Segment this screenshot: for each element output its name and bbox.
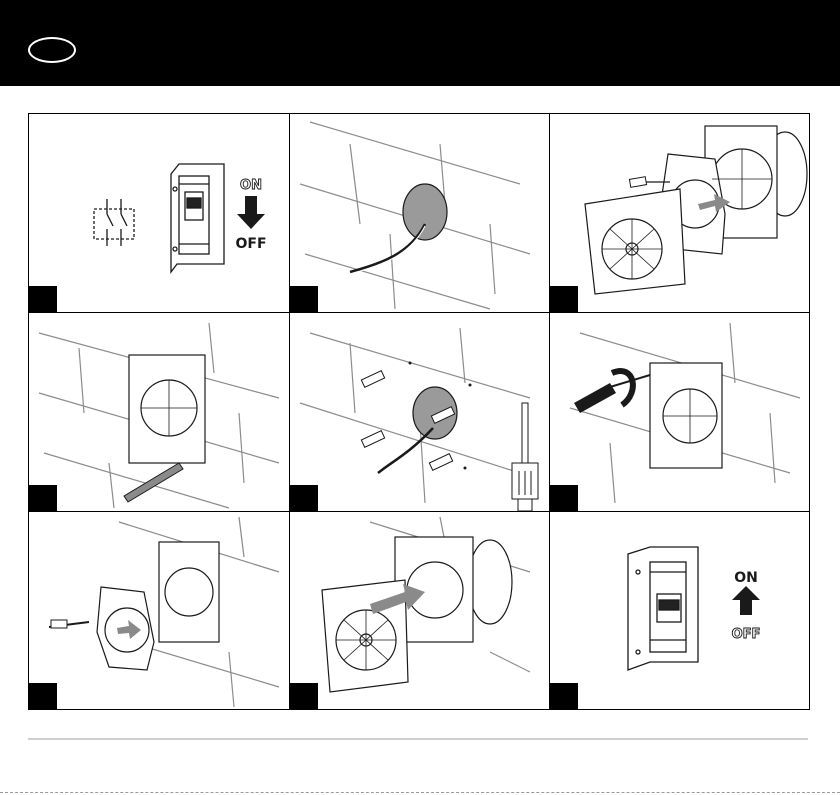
step-panel-2 [290, 114, 549, 312]
step-number [29, 683, 57, 709]
arrow-up-icon [732, 586, 760, 615]
front-cover-illustration [290, 512, 549, 709]
fan-exploded-illustration [550, 114, 809, 312]
arrow-down-icon [237, 196, 265, 229]
step-panel-6 [550, 313, 809, 511]
wall-hole-illustration [290, 114, 549, 312]
rotate-arrow-icon [612, 371, 633, 405]
step-number [29, 485, 57, 511]
on-label: ON [240, 178, 262, 193]
step-panel-1: ON OFF [29, 114, 289, 312]
step-number [290, 485, 318, 511]
switch-off-illustration: ON OFF [29, 114, 289, 312]
step-number [550, 286, 578, 312]
step-panel-4 [29, 313, 289, 511]
drill-illustration [290, 313, 549, 511]
footer-rule [28, 738, 808, 740]
instruction-grid: ON OFF [28, 113, 810, 710]
step-panel-9: ON OFF [550, 512, 809, 709]
step-panel-5 [290, 313, 549, 511]
inner-plate-illustration [29, 512, 289, 709]
switch-on-illustration: ON OFF [550, 512, 809, 709]
step-panel-8 [290, 512, 549, 709]
language-badge [28, 37, 76, 63]
step-number [29, 286, 57, 312]
screw-base-illustration [550, 313, 809, 511]
step-number [290, 286, 318, 312]
off-label: OFF [732, 627, 761, 642]
mark-wall-illustration [29, 313, 289, 511]
step-panel-7 [29, 512, 289, 709]
step-number [290, 683, 318, 709]
on-label: ON [734, 570, 758, 586]
step-number [550, 683, 578, 709]
page-header [0, 0, 840, 86]
step-number [550, 485, 578, 511]
page-edge-dashed-line [0, 792, 840, 793]
step-panel-3 [550, 114, 809, 312]
off-label: OFF [235, 236, 266, 252]
